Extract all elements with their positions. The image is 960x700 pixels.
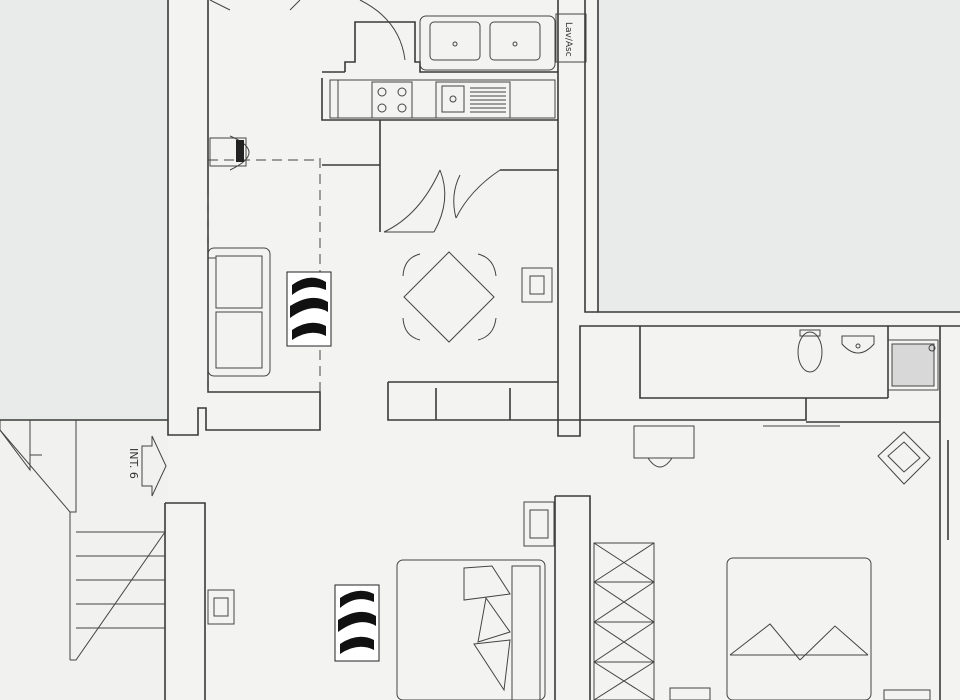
- entrance-door-swing: [209, 0, 406, 61]
- bed-nightstands: [669, 687, 931, 700]
- sink-label: Lav/Asc: [563, 22, 573, 57]
- wall-lamp-icon: [209, 135, 250, 171]
- hall-lamp-icon: [207, 589, 235, 625]
- kitchen-double-door: [383, 169, 501, 233]
- rug-icon-2: [334, 584, 380, 662]
- entrance-arrow-icon: [141, 435, 167, 497]
- stair-icon: [0, 420, 166, 661]
- apartment-floor: [168, 0, 598, 700]
- desk-icon: [633, 425, 695, 468]
- bedside-table-icon: [523, 501, 555, 547]
- dining-table: [402, 251, 497, 343]
- armchair-icon: [521, 267, 553, 303]
- single-bed: [396, 559, 546, 700]
- wash-basin-icon: [841, 335, 875, 354]
- stove-icon: [371, 81, 413, 119]
- double-bed: [726, 557, 872, 700]
- rug-icon: [286, 271, 332, 347]
- corner-chair-icon: [877, 431, 931, 485]
- landing-floor: [0, 420, 168, 700]
- wardrobe: [593, 542, 655, 700]
- bidet-icon: [797, 329, 823, 373]
- entrance-label: INT. 6: [127, 448, 140, 479]
- shower-icon: [887, 339, 939, 391]
- sofa: [207, 247, 271, 377]
- sink-label-box: Lav/Asc: [555, 13, 587, 63]
- kitchen-sink-icon: [435, 81, 511, 119]
- double-sink: [419, 15, 556, 71]
